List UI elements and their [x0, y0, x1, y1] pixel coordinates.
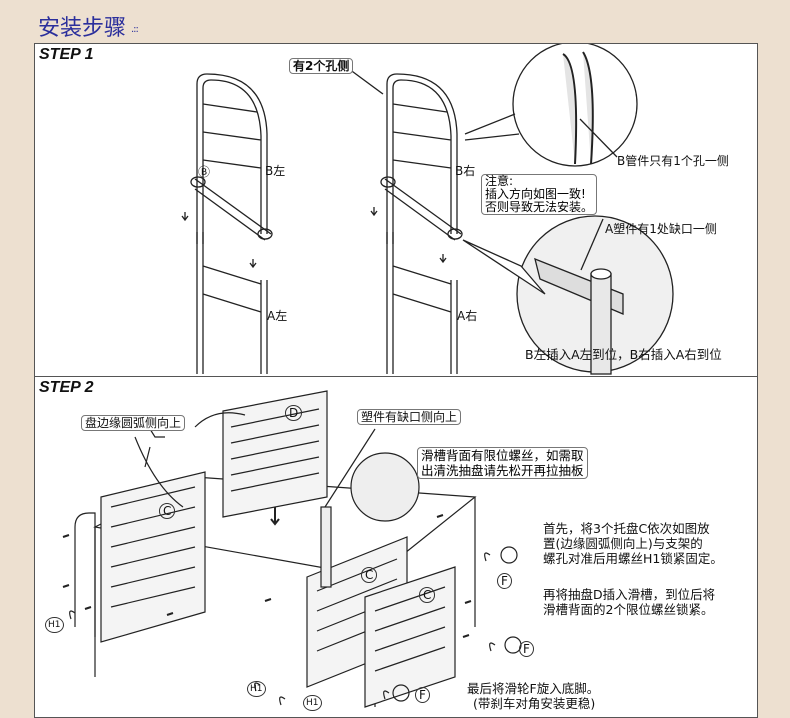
arrow-down-icon: [370, 207, 378, 217]
label-notch-side-up: 塑件有缺口侧向上: [357, 409, 462, 425]
stop-screw-note: 滑槽背面有限位螺丝，如需取 出清洗抽盘请先松开再拉抽板: [417, 447, 588, 479]
instruction-line: (带刹车对角安装更稳): [473, 696, 596, 711]
arrow-down-icon: [181, 212, 189, 222]
arrow-down-icon: [249, 259, 257, 269]
label-two-holes-side: 有2个孔侧: [289, 58, 354, 74]
frame-a-left: [196, 232, 268, 374]
instruction-line: 最后将滑轮F旋入底脚。: [467, 681, 600, 696]
label-b-right: B右: [455, 164, 476, 178]
tray-c-left: [100, 471, 206, 643]
part-h1-label: H1: [247, 681, 266, 697]
label-a-right: A右: [457, 309, 478, 323]
note-title: 注意:: [485, 174, 514, 188]
step2-illustration: [62, 390, 522, 708]
step1-illustration: Ⓑ: [181, 44, 674, 375]
part-c-label: C: [159, 503, 176, 519]
part-h1-label: H1: [45, 617, 64, 633]
svg-text:Ⓑ: Ⓑ: [198, 165, 210, 179]
instruction-line: 滑槽背面的2个限位螺丝锁紧。: [543, 602, 714, 617]
stop-screw-line1: 滑槽背面有限位螺丝，如需取: [421, 448, 584, 463]
arrow-down-icon: [439, 254, 447, 264]
note-line1: 插入方向如图一致!: [485, 187, 586, 201]
step1-title: STEP 1: [39, 46, 94, 63]
step2-panel: STEP 2: [34, 376, 758, 718]
arrow-down-icon: [270, 507, 280, 526]
screws: [62, 514, 472, 638]
label-b-left: B左: [265, 164, 286, 178]
stop-screw-line2: 出清洗抽盘请先松开再拉抽板: [421, 463, 584, 478]
instruction-drawer: 再将抽盘D插入滑槽，到位后将 滑槽背面的2个限位螺丝锁紧。: [543, 587, 715, 617]
note-box: 注意: 插入方向如图一致! 否则导致无法安装。: [481, 174, 598, 215]
slide-rail: [320, 506, 332, 588]
label-arc-edge-up: 盘边缘圆弧侧向上: [81, 415, 186, 431]
part-h1-label: H1: [303, 695, 322, 711]
label-a-left: A左: [267, 309, 288, 323]
instruction-casters: 最后将滑轮F旋入底脚。 (带刹车对角安装更稳): [467, 681, 599, 711]
title-dots-decoration: .::: [131, 24, 139, 35]
pointer-line: [580, 218, 604, 271]
instruction-line: 置(边缘圆弧侧向上)与支架的: [543, 536, 703, 551]
part-f-label: F: [519, 641, 534, 657]
instruction-line: 螺孔对准后用螺丝H1锁紧固定。: [543, 551, 723, 566]
instruction-line: 再将抽盘D插入滑槽，到位后将: [543, 587, 716, 602]
part-d-label: D: [285, 405, 303, 421]
page-title: 安装步骤: [38, 16, 127, 41]
note-line2: 否则导致无法安装。: [485, 200, 594, 214]
step2-title: STEP 2: [39, 379, 94, 396]
step1-instruction: B左插入A左到位，B右插入A右到位: [525, 347, 722, 362]
label-b-pipe-one-hole: B管件只有1个孔一侧: [617, 154, 729, 168]
instruction-line: 首先，将3个托盘C依次如图放: [543, 521, 710, 536]
pointer-line: [194, 412, 246, 428]
instruction-trays: 首先，将3个托盘C依次如图放 置(边缘圆弧侧向上)与支架的 螺孔对准后用螺丝H1…: [543, 521, 723, 566]
step1-panel: STEP 1: [34, 43, 758, 377]
detail-circle-stop-screw: [350, 452, 420, 522]
label-a-plastic-notch: A塑件有1处缺口一侧: [605, 222, 717, 236]
part-f-label: F: [415, 687, 430, 703]
part-f-label: F: [497, 573, 512, 589]
pointer-line: [324, 428, 376, 508]
frame-b-left: [190, 73, 273, 244]
part-c-label: C: [361, 567, 378, 583]
tray-c-right: [364, 566, 456, 708]
frame-a-right: [386, 232, 458, 374]
pointer-line: [134, 436, 184, 508]
part-c-label: C: [419, 587, 436, 603]
tray-d: [222, 390, 328, 518]
pointer-line: [579, 118, 618, 158]
frame-b-right: [380, 73, 463, 244]
